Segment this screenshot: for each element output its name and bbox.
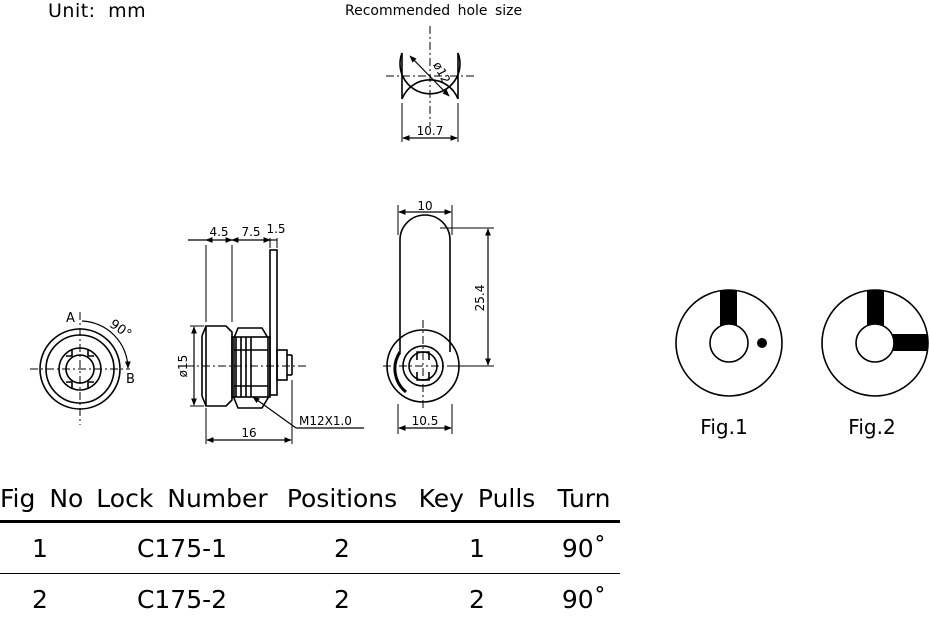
cell-turn: 90˚ (548, 574, 620, 624)
header-turn: Turn (548, 476, 620, 522)
fig1-drawing (676, 290, 782, 396)
cell-key-pulls: 2 (406, 574, 548, 624)
spec-table: Fig No Lock Number Positions Key Pulls T… (0, 476, 620, 624)
thread-label: M12X1.0 (299, 414, 352, 428)
angle-label: 90° (106, 317, 133, 343)
dim-diameter-15: ø15 (176, 355, 190, 378)
cell-fig-no: 2 (0, 574, 86, 624)
table-row: 1 C175-1 2 1 90˚ (0, 522, 620, 574)
header-fig-no: Fig No (0, 476, 86, 522)
header-lock-number: Lock Number (86, 476, 278, 522)
cell-positions: 2 (278, 522, 406, 574)
fig2-drawing (822, 290, 928, 396)
fig2-label: Fig.2 (848, 415, 895, 439)
hole-diameter-label: ø12 (430, 59, 453, 86)
dim-width-10-5: 10.5 (412, 414, 439, 428)
label-a: A (66, 311, 75, 326)
dim-height-25-4: 25.4 (473, 285, 487, 312)
dim-7-5: 7.5 (241, 225, 260, 239)
back-view-drawing (383, 205, 494, 434)
table-row: 2 C175-2 2 2 90˚ (0, 574, 620, 624)
header-positions: Positions (278, 476, 406, 522)
cell-key-pulls: 1 (406, 522, 548, 574)
dim-1-5: 1.5 (266, 222, 285, 236)
label-b: B (126, 372, 135, 387)
cell-fig-no: 1 (0, 522, 86, 574)
cell-positions: 2 (278, 574, 406, 624)
cell-lock-number: C175-1 (86, 522, 278, 574)
cell-lock-number: C175-2 (86, 574, 278, 624)
header-key-pulls: Key Pulls (406, 476, 548, 522)
hole-width-label: 10.7 (417, 124, 444, 138)
dim-4-5: 4.5 (209, 225, 228, 239)
fig1-label: Fig.1 (700, 415, 747, 439)
dim-width-10: 10 (417, 199, 432, 213)
cell-turn: 90˚ (548, 522, 620, 574)
dim-length-16: 16 (241, 426, 256, 440)
table-header-row: Fig No Lock Number Positions Key Pulls T… (0, 476, 620, 522)
